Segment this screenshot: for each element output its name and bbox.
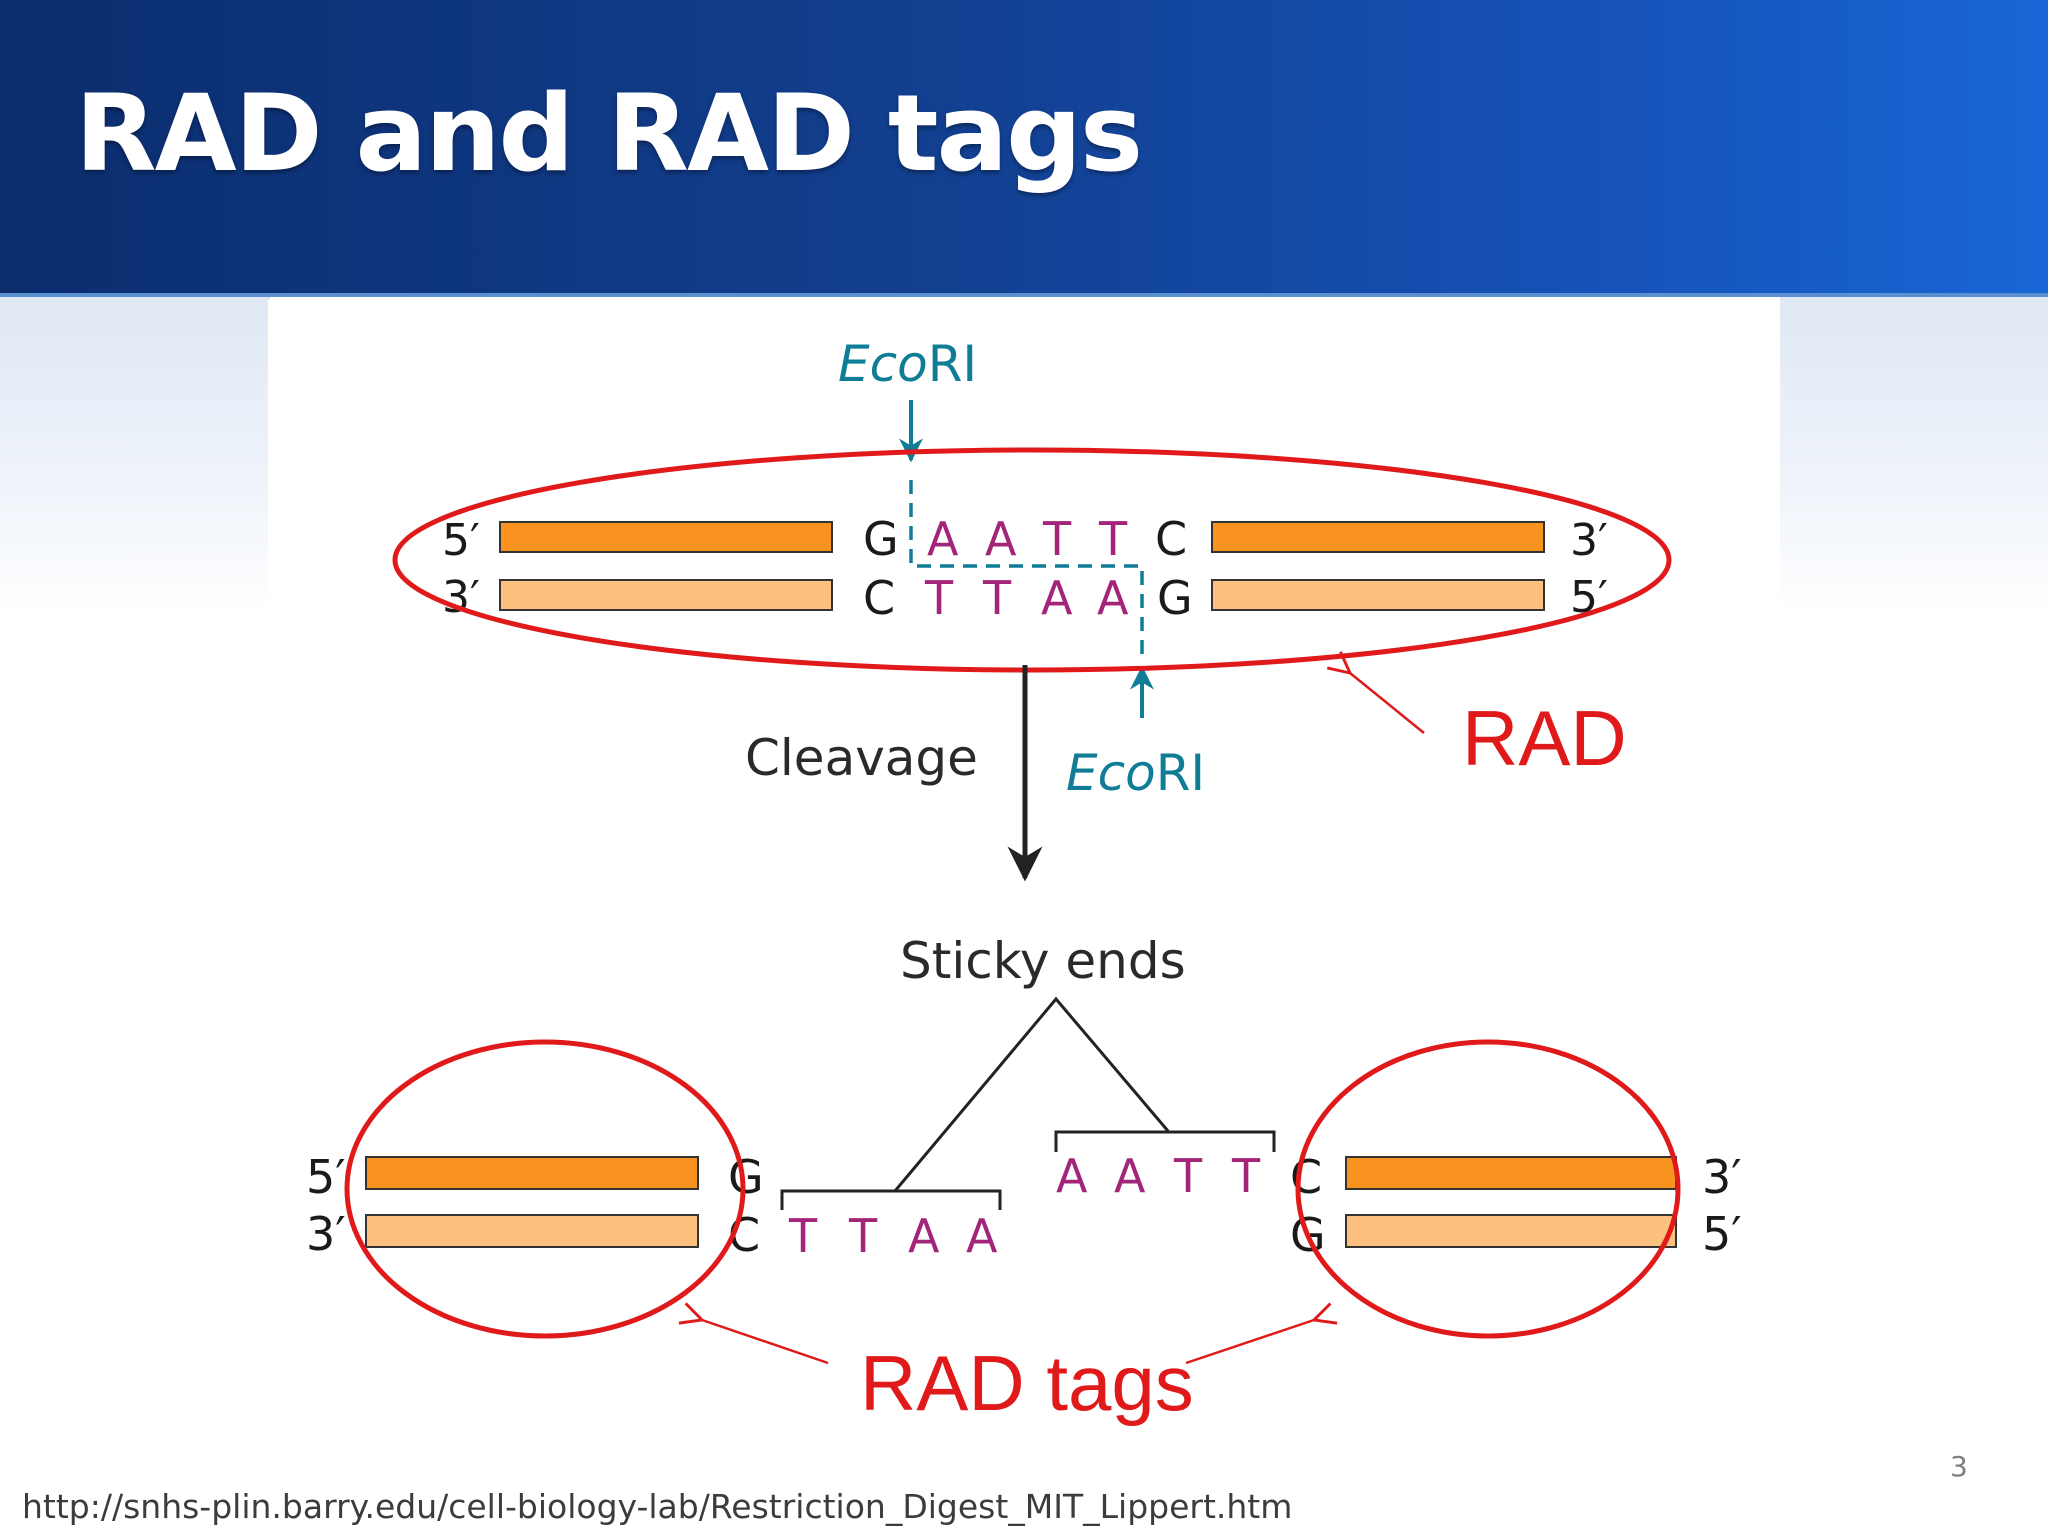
left-overhang-bracket — [780, 1189, 1002, 1210]
end-label-5prime-top: 5′ — [442, 515, 480, 566]
ecori-label-top: EcoRI — [838, 335, 977, 393]
end-label-3prime-left-fragment: 3′ — [306, 1207, 346, 1261]
page-number: 3 — [1950, 1450, 1968, 1483]
right-fragment-top-strand — [1345, 1156, 1677, 1190]
left-fragment-bottom-strand — [365, 1214, 699, 1248]
strand-top-right — [1211, 521, 1545, 553]
site-base-bottom-3: A — [1041, 571, 1073, 625]
strand-top-left — [499, 521, 833, 553]
left-overhang-base-2: T — [848, 1209, 878, 1263]
site-base-top-3: T — [1042, 512, 1072, 566]
right-fragment-bottom-strand — [1345, 1214, 1677, 1248]
background-fade-right — [1780, 297, 2048, 617]
rad-tags-label: RAD tags — [860, 1339, 1194, 1427]
base-top-right: C — [1155, 512, 1187, 566]
sticky-ends-label: Sticky ends — [900, 932, 1186, 990]
base-top-left: G — [863, 512, 899, 566]
site-base-top-2: A — [985, 512, 1017, 566]
rad-tags-pointer-left — [702, 1320, 829, 1365]
right-overhang-base-1: A — [1056, 1149, 1088, 1203]
cut-line — [909, 480, 1144, 655]
left-fragment-top-strand — [365, 1156, 699, 1190]
source-url: http://snhs-plin.barry.edu/cell-biology-… — [22, 1487, 1293, 1526]
right-overhang-bracket — [1054, 1130, 1276, 1152]
rad-label: RAD — [1462, 694, 1627, 782]
strand-bottom-left — [499, 579, 833, 611]
base-bottom-left: C — [863, 571, 895, 625]
site-base-bottom-4: A — [1097, 571, 1129, 625]
rad-tag-ellipse-right — [1295, 1039, 1681, 1339]
end-label-5prime-right-fragment: 5′ — [1702, 1207, 1742, 1261]
site-base-top-1: A — [927, 512, 959, 566]
slide-title: RAD and RAD tags — [75, 72, 1143, 195]
rad-tag-ellipse-left — [344, 1039, 746, 1339]
right-overhang-base-3: T — [1173, 1149, 1203, 1203]
site-base-bottom-1: T — [924, 571, 954, 625]
end-label-3prime-top-right: 3′ — [1570, 515, 1608, 566]
rad-tags-pointer-right — [1185, 1320, 1314, 1365]
background-fade-left — [0, 297, 270, 617]
right-fragment-top-base: C — [1290, 1150, 1322, 1204]
rad-ellipse — [392, 447, 1672, 673]
sticky-ends-pointer — [893, 996, 1170, 1192]
cleavage-label: Cleavage — [745, 729, 978, 787]
left-overhang-base-1: T — [788, 1209, 818, 1263]
strand-bottom-right — [1211, 579, 1545, 611]
end-label-5prime-left-fragment: 5′ — [306, 1150, 346, 1204]
left-fragment-top-base: G — [728, 1150, 764, 1204]
right-overhang-base-4: T — [1231, 1149, 1261, 1203]
site-base-bottom-2: T — [982, 571, 1012, 625]
ecori-label-bottom: EcoRI — [1066, 744, 1205, 802]
base-bottom-right: G — [1157, 571, 1193, 625]
left-overhang-base-3: A — [908, 1209, 940, 1263]
rad-pointer-arrow — [1350, 673, 1425, 734]
slide-header: RAD and RAD tags — [0, 0, 2048, 297]
end-label-3prime-right-fragment: 3′ — [1702, 1150, 1742, 1204]
site-base-top-4: T — [1098, 512, 1128, 566]
right-overhang-base-2: A — [1114, 1149, 1146, 1203]
left-overhang-base-4: A — [966, 1209, 998, 1263]
